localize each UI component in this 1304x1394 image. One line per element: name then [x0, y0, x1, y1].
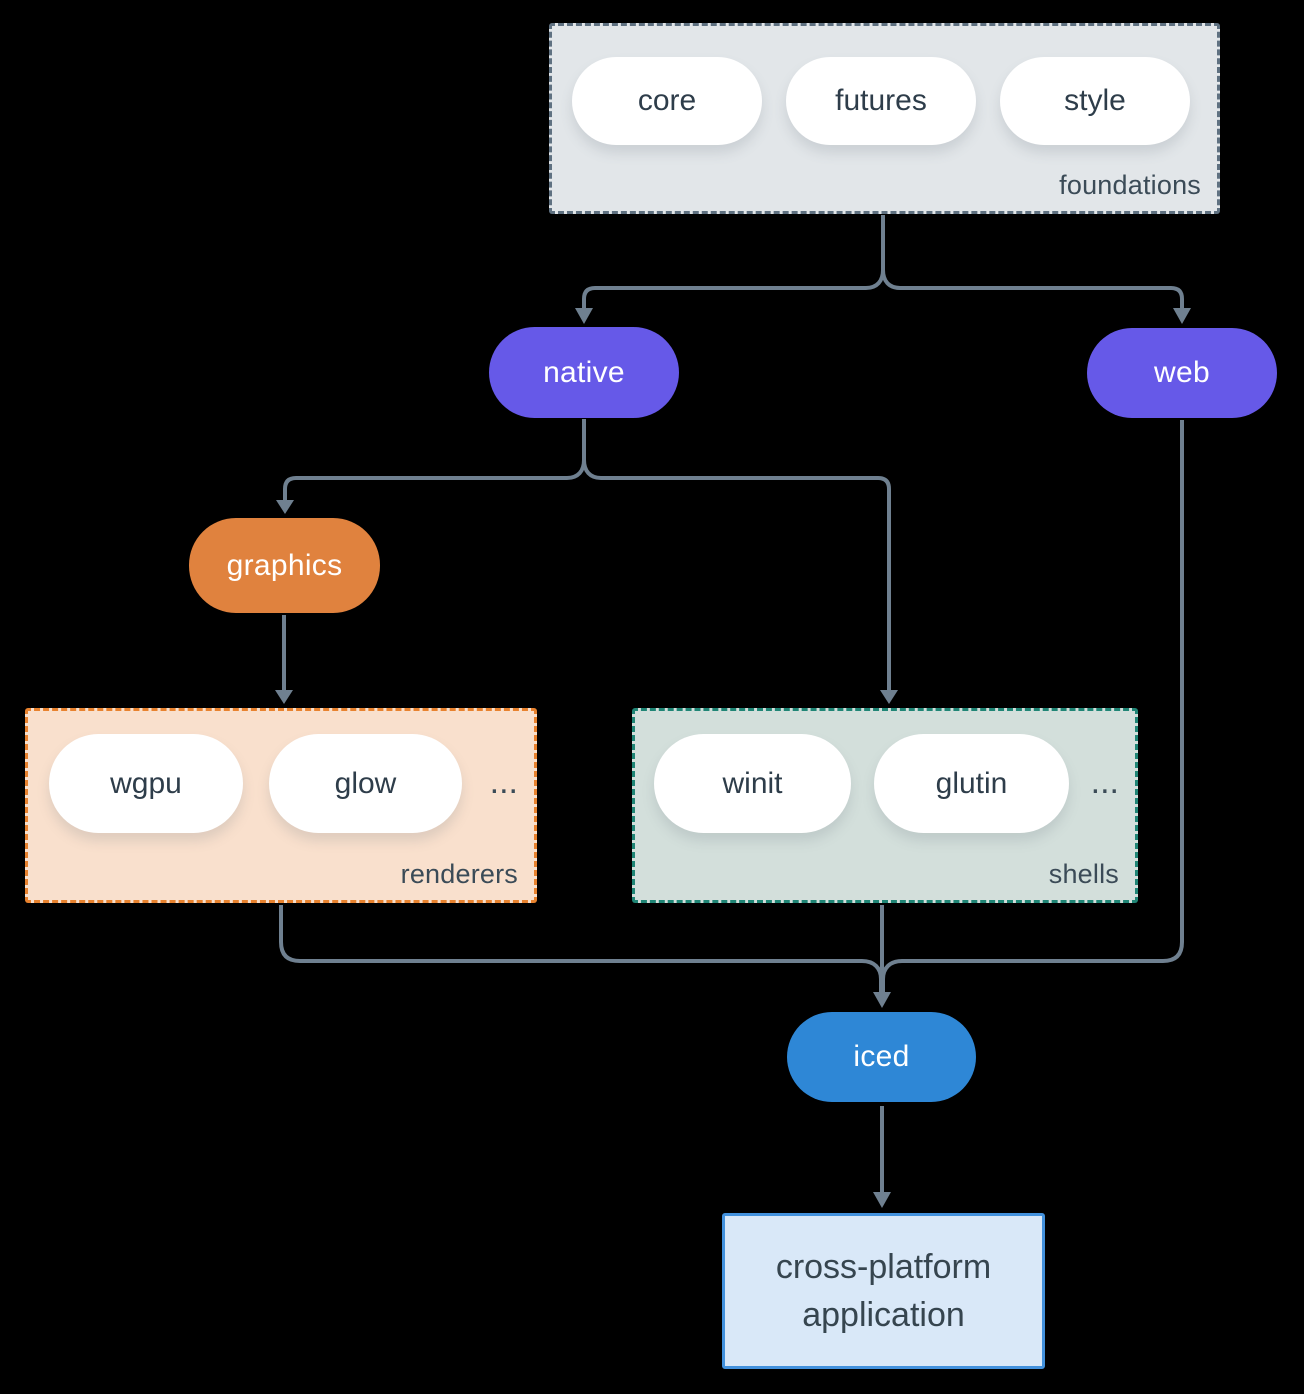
node-glutin: glutin: [874, 734, 1069, 833]
node-native: native: [489, 327, 679, 418]
edge-native-shells: [582, 459, 891, 690]
node-winit: winit: [654, 734, 851, 833]
group-renderers-label: renderers: [400, 859, 518, 889]
group-shells-label: shells: [1048, 859, 1119, 889]
group-foundations: core futures style foundations: [549, 23, 1220, 214]
arrowhead-web: [1173, 308, 1191, 324]
edge-native-graphics: [283, 459, 586, 500]
edge-foundations-web: [881, 269, 1184, 308]
node-glow: glow: [269, 734, 462, 833]
node-iced: iced: [787, 1012, 976, 1102]
edge-web-iced: [881, 420, 1184, 992]
node-wgpu: wgpu: [49, 734, 243, 833]
arrowhead-application: [873, 1192, 891, 1208]
node-core: core: [572, 57, 762, 145]
arrowhead-renderers: [275, 690, 293, 704]
node-futures: futures: [786, 57, 976, 145]
renderers-ellipsis: ...: [489, 763, 518, 801]
edge-renderers-iced: [279, 905, 883, 992]
edge-foundations-native: [582, 269, 885, 308]
node-cross-platform-application: cross-platform application: [722, 1213, 1045, 1369]
arrowhead-iced: [873, 992, 891, 1008]
node-style: style: [1000, 57, 1190, 145]
arrowhead-native: [575, 308, 593, 324]
group-renderers: wgpu glow ... renderers: [25, 708, 537, 903]
arrowhead-graphics: [276, 500, 294, 514]
node-graphics: graphics: [189, 518, 380, 613]
group-foundations-label: foundations: [1059, 170, 1201, 200]
shells-ellipsis: ...: [1090, 763, 1119, 801]
node-web: web: [1087, 328, 1277, 418]
group-shells: winit glutin ... shells: [632, 708, 1138, 903]
arrowhead-shells: [880, 690, 898, 704]
